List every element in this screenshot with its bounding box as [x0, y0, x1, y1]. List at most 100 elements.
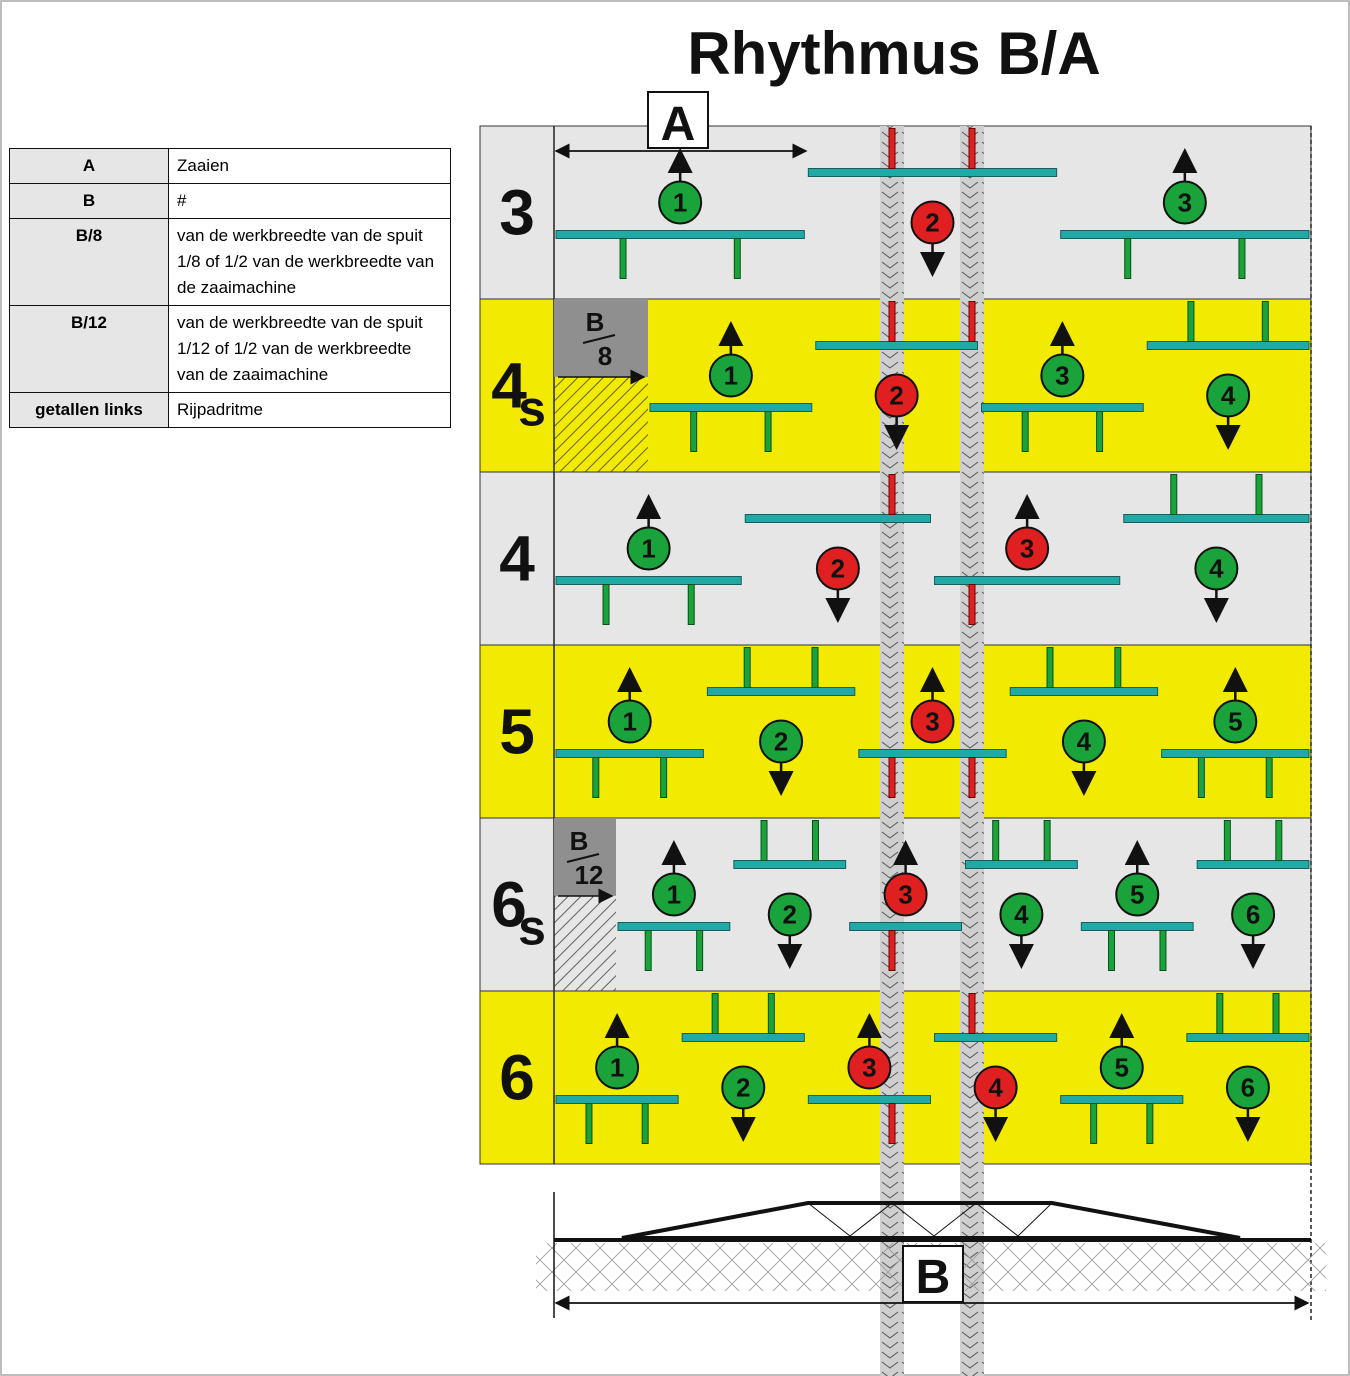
- seed-coulter: [619, 238, 627, 279]
- seed-coulter: [992, 820, 1000, 861]
- boom-bar: [981, 403, 1144, 412]
- dimension-b-box: [902, 1245, 964, 1303]
- seed-coulter: [1146, 1103, 1154, 1144]
- tramline-marker: [888, 757, 896, 798]
- pass-number: 6: [1241, 1073, 1255, 1103]
- dimension-a-box: [647, 91, 709, 149]
- seed-coulter: [743, 647, 751, 688]
- tramline-marker: [888, 1103, 896, 1144]
- tramline-marker: [888, 301, 896, 342]
- tramline-marker: [888, 128, 896, 169]
- fraction-numerator: B: [586, 307, 605, 337]
- seed-coulter: [1216, 993, 1224, 1034]
- pass-number: 3: [898, 880, 912, 910]
- boom-bar: [1146, 341, 1310, 350]
- rhythm-label: 4: [499, 523, 535, 595]
- seed-coulter: [660, 757, 668, 798]
- boom-bar: [649, 403, 813, 412]
- boom-bar: [807, 1095, 931, 1104]
- dimension-a-label: A: [661, 98, 696, 151]
- boom-bar: [1161, 749, 1310, 758]
- fraction-bar: [582, 334, 616, 344]
- boom-bar: [1186, 1033, 1310, 1042]
- boom-bar: [858, 749, 1007, 758]
- legend-key: getallen links: [9, 392, 169, 428]
- fraction-bar: [566, 853, 600, 863]
- seed-coulter: [767, 993, 775, 1034]
- pass-number: 6: [1246, 900, 1260, 930]
- seed-coulter: [811, 820, 819, 861]
- rhythm-label: 5: [499, 696, 535, 768]
- pass-number: 2: [889, 381, 903, 411]
- pass-number: 1: [622, 707, 636, 737]
- boom-bar: [1060, 1095, 1184, 1104]
- pass-number: 5: [1228, 707, 1242, 737]
- dimension-b-label: B: [916, 1251, 951, 1304]
- boom-bar: [1009, 687, 1159, 696]
- pass-number: 2: [774, 727, 788, 757]
- boom-bar: [965, 860, 1078, 869]
- seed-coulter: [1096, 411, 1104, 452]
- boom-bar: [681, 1033, 805, 1042]
- pass-number: 2: [925, 208, 939, 238]
- diagram-title: Rhythmus B/A: [687, 20, 1100, 87]
- row-passes: 123: [555, 128, 1310, 279]
- rhythm-label: 6: [499, 1042, 535, 1114]
- pass-number: 4: [988, 1073, 1003, 1103]
- seed-coulter: [1238, 238, 1246, 279]
- rhythm-label: 6: [491, 869, 527, 941]
- seed-coulter: [1197, 757, 1205, 798]
- pass-number: 4: [1077, 727, 1092, 757]
- sprayer-truss: [807, 1202, 1053, 1237]
- seed-coulter: [733, 238, 741, 279]
- seed-coulter: [585, 1103, 593, 1144]
- pass-number: 2: [783, 900, 797, 930]
- pass-number: 4: [1221, 381, 1236, 411]
- legend-value: #: [168, 183, 451, 219]
- legend-value: van de werkbreedte van de spuit 1/8 of 1…: [168, 218, 451, 306]
- pass-number: 1: [667, 880, 681, 910]
- pass-number: 1: [641, 534, 655, 564]
- pass-number: 5: [1130, 880, 1144, 910]
- rhythm-label: 3: [499, 177, 535, 249]
- boom-bar: [555, 576, 742, 585]
- seed-coulter: [764, 411, 772, 452]
- seed-coulter: [644, 930, 652, 971]
- boom-bar: [807, 168, 1058, 177]
- legend-value: Rijpadritme: [168, 392, 451, 428]
- seed-coulter: [711, 993, 719, 1034]
- boom-bar: [1060, 230, 1310, 239]
- seed-coulter: [1124, 238, 1132, 279]
- pass-number: 3: [925, 707, 939, 737]
- boom-bar: [1196, 860, 1310, 869]
- legend-key: B/8: [9, 218, 169, 306]
- tramline-marker: [968, 301, 976, 342]
- legend-key: B/12: [9, 305, 169, 393]
- boom-bar: [1123, 514, 1310, 523]
- boom-bar: [815, 341, 978, 350]
- pass-number: 2: [831, 554, 845, 584]
- row-passes: 1 2 3 4 5: [555, 647, 1310, 798]
- pass-number: 3: [1020, 534, 1034, 564]
- pass-number: 4: [1014, 900, 1029, 930]
- seed-coulter: [602, 584, 610, 625]
- seed-coulter: [592, 757, 600, 798]
- fraction-denominator: 8: [598, 341, 612, 371]
- pass-number: 3: [1178, 188, 1192, 218]
- seed-coulter: [1090, 1103, 1098, 1144]
- boom-bar: [934, 1033, 1058, 1042]
- rhythm-label-subscript: s: [518, 900, 546, 956]
- seed-coulter: [760, 820, 768, 861]
- seed-coulter: [1021, 411, 1029, 452]
- seed-coulter: [1187, 301, 1195, 342]
- seed-coulter: [1046, 647, 1054, 688]
- pass-number: 2: [736, 1073, 750, 1103]
